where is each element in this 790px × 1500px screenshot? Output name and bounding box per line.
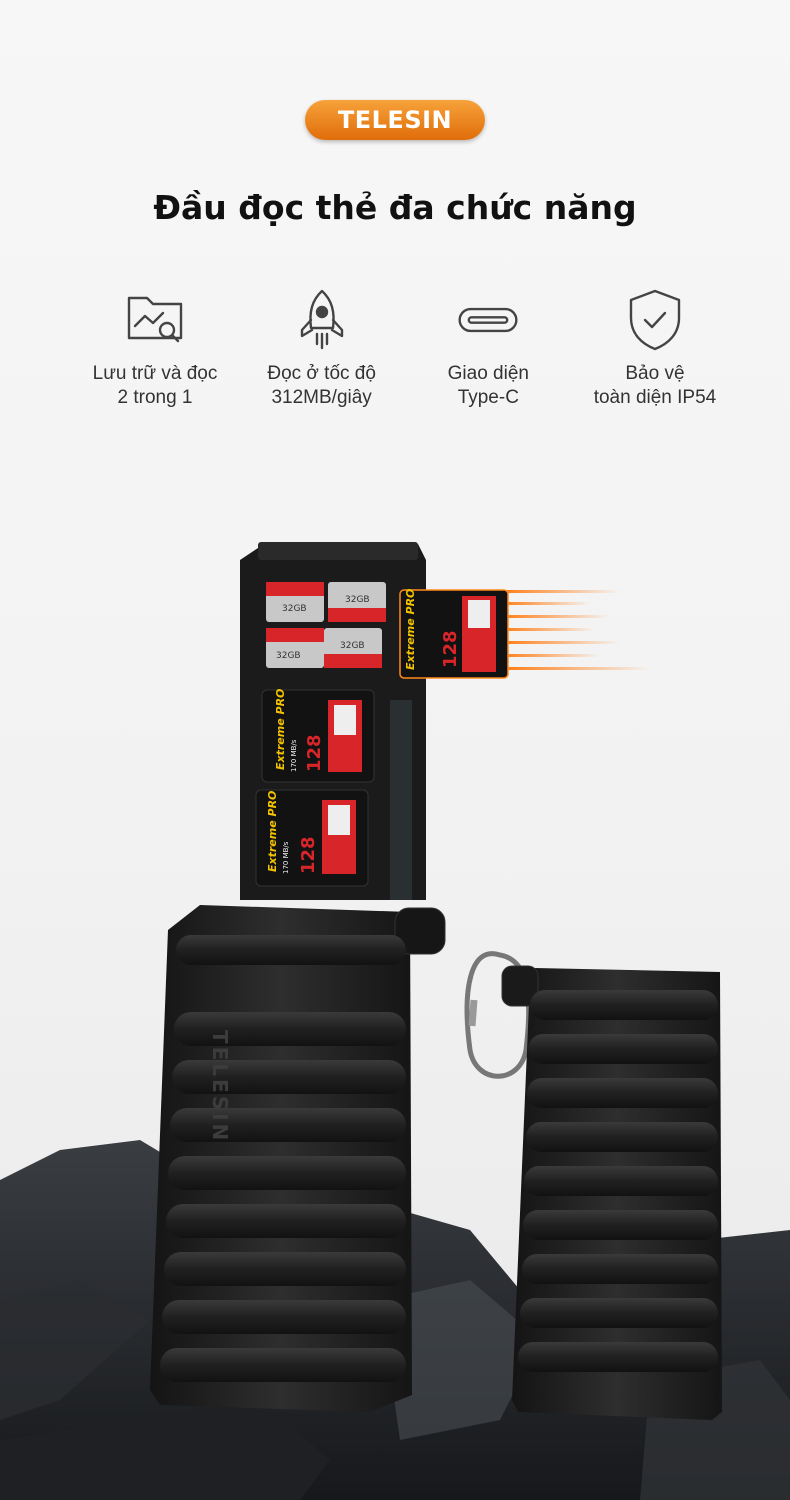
feature-item-storage: Lưu trữ và đọc 2 trong 1: [75, 288, 235, 410]
feature-label-line1: Bảo vệ: [625, 363, 685, 384]
case-brand-emboss: TELESIN: [208, 1030, 232, 1143]
feature-label: Bảo vệ toàn diện IP54: [594, 362, 717, 410]
microsd-card: 32GB: [324, 628, 382, 668]
sd-card-inserted: Extreme PRO 128: [399, 589, 509, 679]
microsd-card: 32GB: [266, 582, 324, 622]
card-holder-insert: 32GB 32GB 32GB 32GB Ext: [240, 542, 426, 900]
feature-label: Giao diện Type-C: [448, 362, 529, 410]
feature-label-line1: Đọc ở tốc độ: [267, 363, 376, 384]
page-title: Đầu đọc thẻ đa chức năng: [153, 188, 637, 227]
sd-card-line: Extreme PRO: [404, 589, 417, 670]
feature-label-line1: Lưu trữ và đọc: [92, 363, 218, 384]
brand-badge: TELESIN: [305, 100, 485, 140]
sd-card-speed: 170 MB/s: [282, 841, 290, 874]
speed-streaks: [500, 590, 650, 670]
feature-item-protection: Bảo vệ toàn diện IP54: [575, 288, 735, 410]
sd-card: Extreme PRO 170 MB/s 128: [261, 689, 375, 783]
sd-card-capacity: 128: [304, 734, 325, 772]
feature-label-line2: 2 trong 1: [117, 387, 193, 408]
feature-label-line2: 312MB/giây: [271, 387, 372, 408]
sd-card-speed: 170 MB/s: [290, 739, 298, 772]
microsd-capacity: 32GB: [276, 651, 301, 661]
sd-card-capacity: 128: [440, 630, 461, 668]
product-scene-image: 32GB 32GB 32GB 32GB Ext: [0, 542, 790, 1500]
folder-search-icon: [123, 288, 187, 352]
feature-list: Lưu trữ và đọc 2 trong 1 Đọc ở tốc độ 31…: [75, 288, 735, 410]
case-ridges: [160, 935, 406, 1382]
sd-card-line: Extreme PRO: [266, 791, 279, 872]
sd-card-capacity: 128: [298, 836, 319, 874]
cap-ridges: [518, 990, 718, 1372]
microsd-card: 32GB: [328, 582, 386, 622]
shield-check-icon: [623, 288, 687, 352]
feature-item-interface: Giao diện Type-C: [408, 288, 568, 410]
sd-card: Extreme PRO 170 MB/s 128: [255, 789, 369, 887]
microsd-capacity: 32GB: [282, 604, 307, 614]
sd-card-line: Extreme PRO: [274, 689, 287, 770]
brand-logo-text: TELESIN: [337, 106, 453, 134]
feature-label-line1: Giao diện: [447, 363, 529, 384]
usb-c-icon: [456, 288, 520, 352]
feature-label-line2: Type-C: [457, 387, 519, 408]
feature-label: Đọc ở tốc độ 312MB/giây: [267, 362, 376, 410]
microsd-card: 32GB: [266, 628, 324, 668]
feature-item-speed: Đọc ở tốc độ 312MB/giây: [242, 288, 402, 410]
rocket-icon: [290, 288, 354, 352]
microsd-capacity: 32GB: [345, 595, 370, 605]
case-main: TELESIN: [150, 905, 446, 1412]
case-cap: [501, 965, 722, 1420]
microsd-capacity: 32GB: [340, 641, 365, 651]
feature-label-line2: toàn diện IP54: [593, 387, 717, 408]
feature-label: Lưu trữ và đọc 2 trong 1: [93, 362, 218, 410]
